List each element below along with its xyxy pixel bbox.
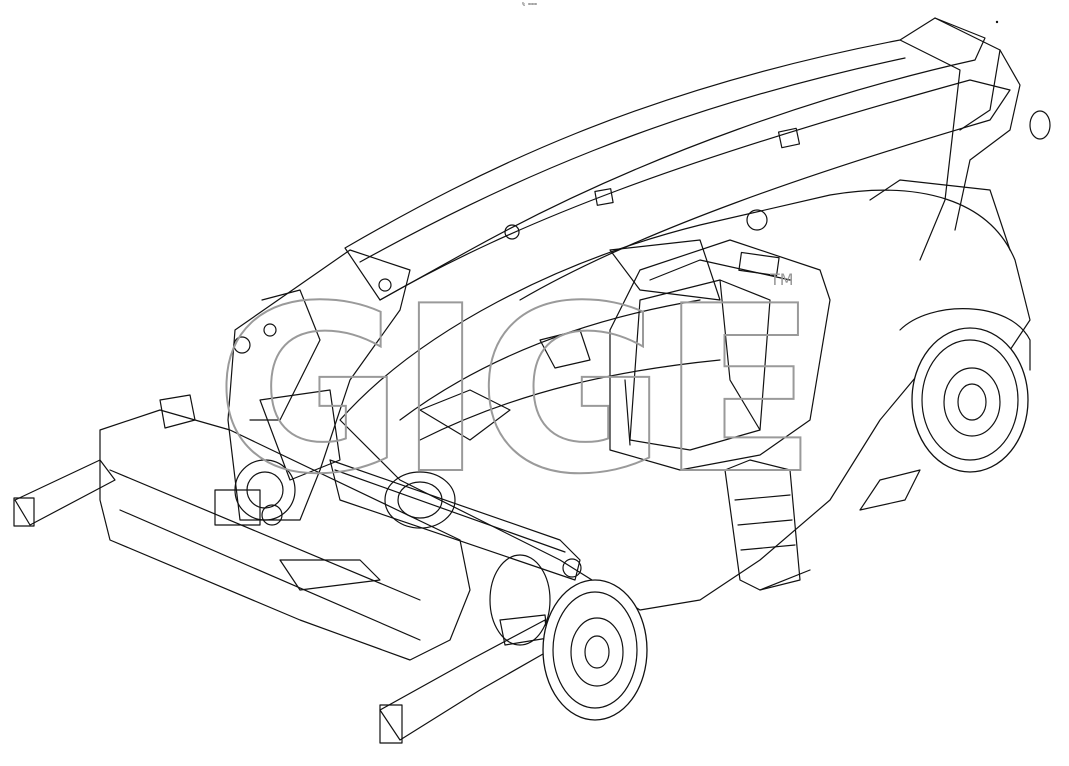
lift-arm (227, 249, 411, 521)
operator-cab (609, 239, 831, 471)
watermark-text: GIGE (215, 258, 811, 525)
boom (344, 17, 1051, 301)
front-crossbeam (329, 459, 582, 581)
corner-dot (995, 20, 999, 24)
watermark: GIGE TM (214, 257, 818, 526)
chassis-body (339, 179, 1031, 611)
pivot-assembly (214, 459, 551, 646)
rear-fender (859, 308, 1031, 511)
front-wheel (542, 579, 648, 721)
trademark-label: TM (769, 270, 794, 289)
rear-wheel (911, 327, 1029, 473)
top-corner-mark: % === (522, 2, 538, 8)
access-ladder (724, 459, 811, 591)
